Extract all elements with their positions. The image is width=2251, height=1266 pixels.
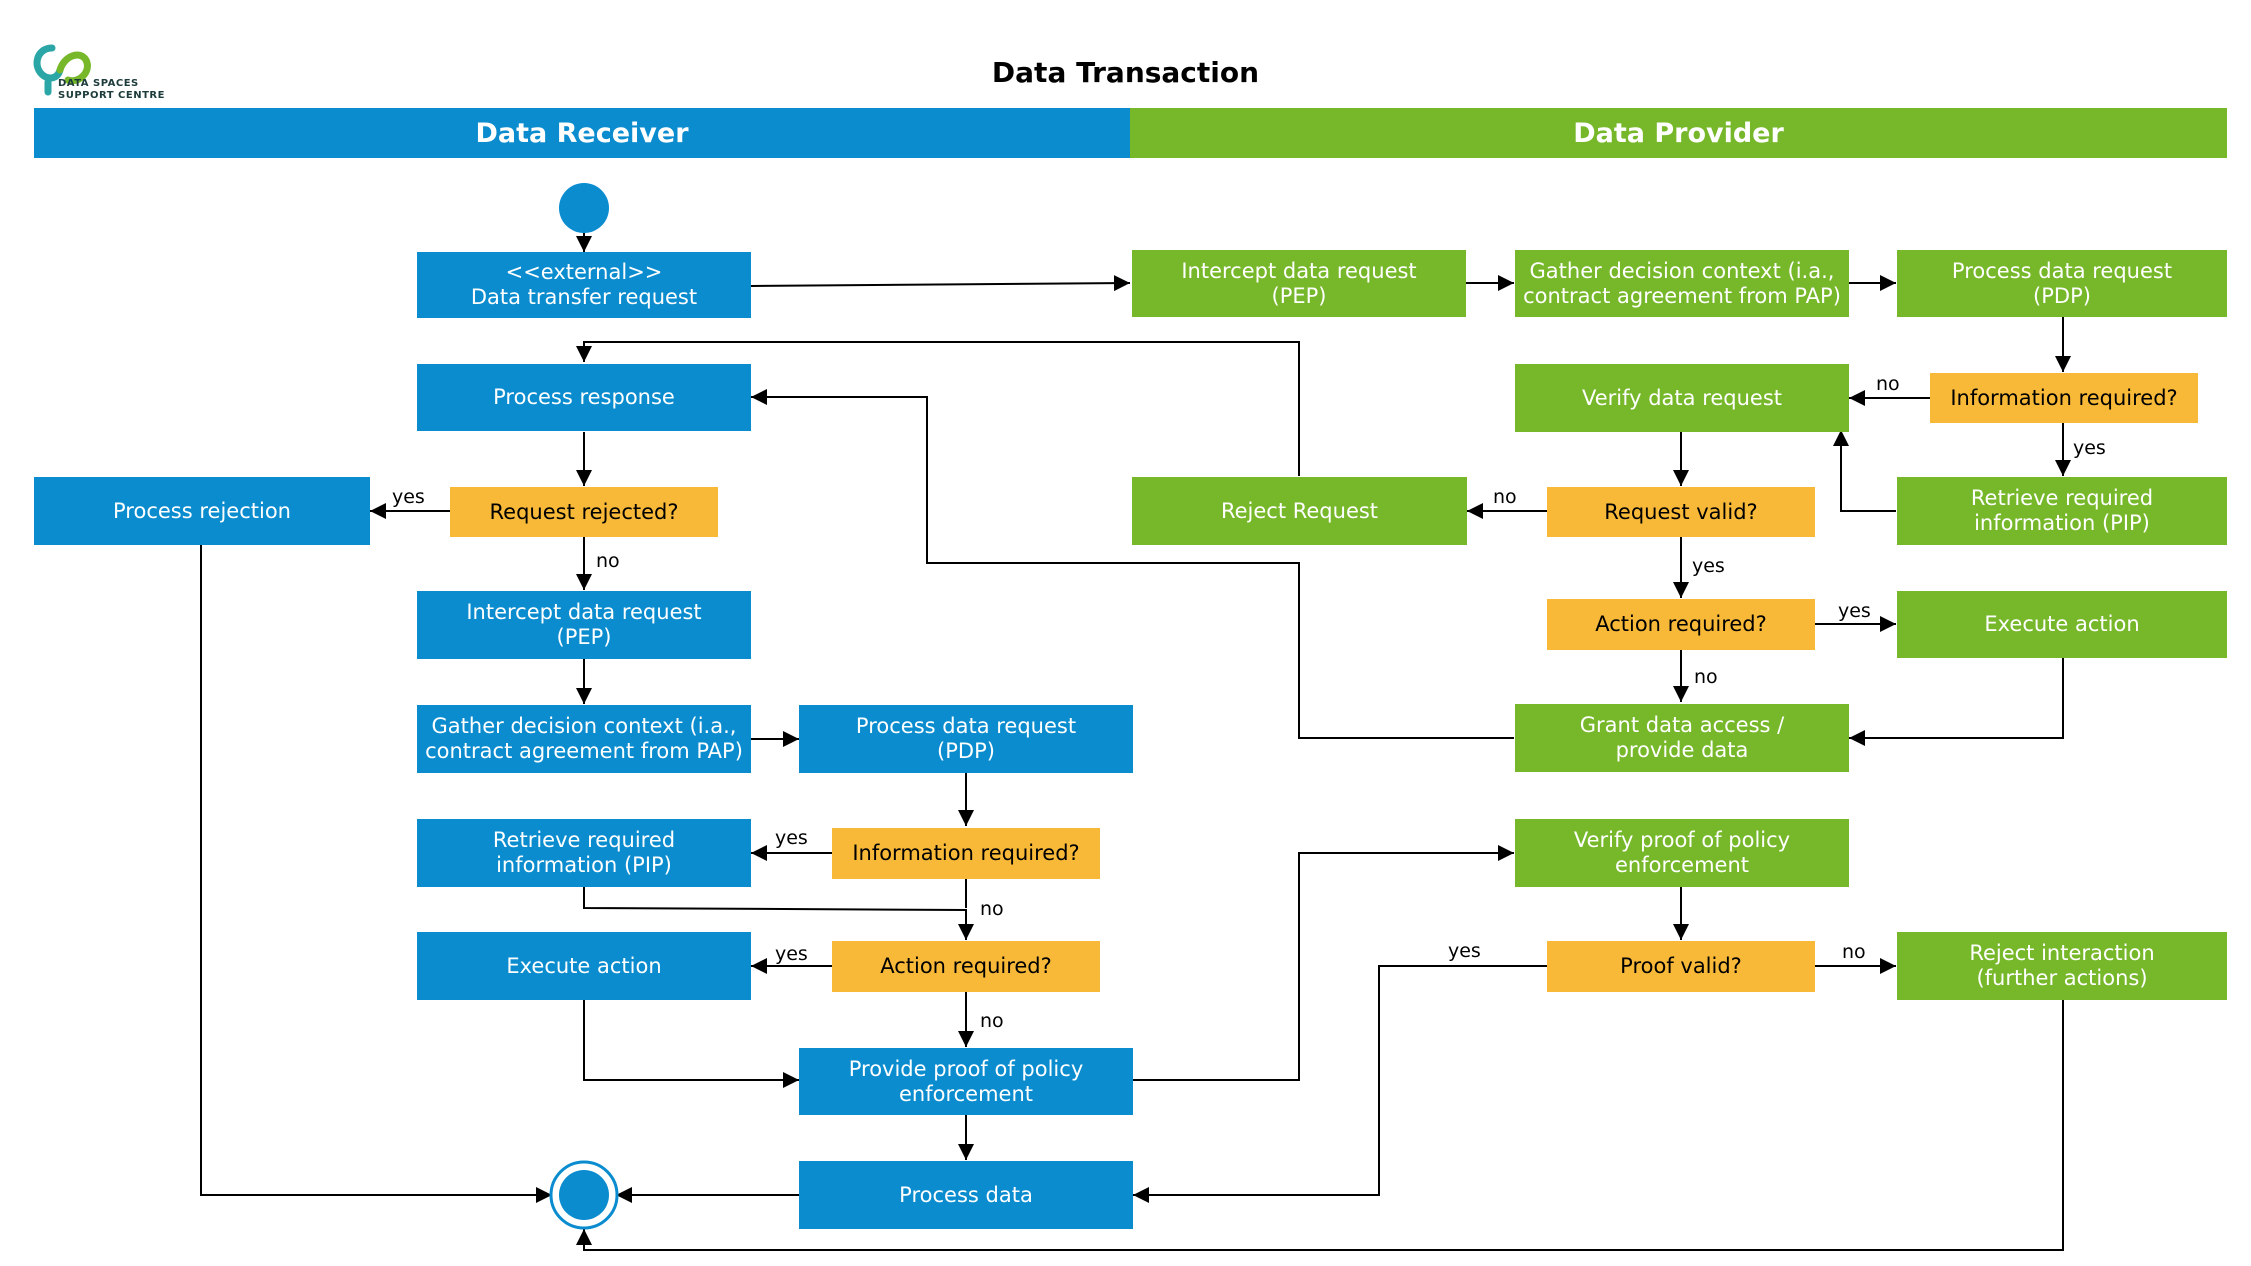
node-grant-access: Grant data access / provide data	[1515, 704, 1849, 772]
node-verify-proof: Verify proof of policy enforcement	[1515, 819, 1849, 887]
node-intercept-provider: Intercept data request (PEP)	[1132, 250, 1466, 317]
edge-reject-interaction-to-end	[576, 1000, 2064, 1251]
edge-label-no: no	[596, 550, 620, 572]
edge-label-no: no	[1876, 373, 1900, 395]
node-process-request-provider: Process data request (PDP)	[1897, 250, 2227, 317]
logo-text-line1: DATA SPACES	[58, 78, 139, 89]
decision-action-required-receiver: Action required?	[832, 941, 1100, 992]
node-gather-receiver: Gather decision context (i.a., contract …	[417, 705, 751, 773]
edge-label-yes: yes	[775, 827, 808, 849]
decision-action-required-provider: Action required?	[1547, 599, 1815, 650]
decision-info-required-receiver: Information required?	[832, 828, 1100, 879]
decision-request-rejected: Request rejected?	[450, 487, 718, 537]
edge-proof-to-verify-proof	[1133, 845, 1514, 1081]
decision-request-valid: Request valid?	[1547, 487, 1815, 537]
lane-data-provider: Data Provider	[1130, 108, 2227, 158]
edge-request-to-intercept-provider	[750, 275, 1131, 292]
node-process-data: Process data	[799, 1161, 1133, 1229]
node-execute-receiver: Execute action	[417, 932, 751, 1000]
edge-label-no: no	[1694, 666, 1718, 688]
edge-label-no: no	[1842, 941, 1866, 963]
edge-reject-to-process-response	[576, 341, 1300, 476]
dssc-logo-icon	[33, 44, 91, 96]
edge-grant-to-process-response	[751, 389, 1514, 739]
node-reject-request: Reject Request	[1132, 477, 1467, 545]
logo-text-line2: SUPPORT CENTRE	[58, 90, 165, 101]
edge-label-yes: yes	[1692, 555, 1725, 577]
node-process-response: Process response	[417, 364, 751, 431]
node-retrieve-receiver: Retrieve required information (PIP)	[417, 819, 751, 887]
page-title: Data Transaction	[991, 56, 1260, 89]
node-process-request-receiver: Process data request (PDP)	[799, 705, 1133, 773]
node-verify-request: Verify data request	[1515, 364, 1849, 432]
edge-label-no: no	[1493, 486, 1517, 508]
node-gather-provider: Gather decision context (i.a., contract …	[1515, 250, 1849, 317]
edge-label-yes: yes	[1448, 940, 1481, 962]
decision-proof-valid: Proof valid?	[1547, 941, 1815, 992]
node-intercept-receiver: Intercept data request (PEP)	[417, 591, 751, 659]
edge-label-no: no	[980, 1010, 1004, 1032]
edge-label-yes: yes	[775, 943, 808, 965]
edge-execute-to-proof	[583, 1000, 799, 1088]
node-data-transfer-request: <<external>> Data transfer request	[417, 252, 751, 318]
edge-label-yes: yes	[1838, 600, 1871, 622]
edge-label-no: no	[980, 898, 1004, 920]
start-node	[559, 183, 609, 233]
edge-rejection-to-end	[200, 545, 552, 1203]
node-reject-interaction: Reject interaction (further actions)	[1897, 932, 2227, 1000]
end-node	[559, 1170, 609, 1220]
node-execute-provider: Execute action	[1897, 591, 2227, 658]
edge-label-yes: yes	[392, 486, 425, 508]
edge-retrieve-to-verify-provider	[1833, 430, 1896, 512]
node-process-rejection: Process rejection	[34, 477, 370, 545]
edge-proof-to-process-data-yes	[1133, 965, 1547, 1203]
logo-text: DATA SPACES SUPPORT CENTRE	[58, 78, 165, 102]
node-retrieve-provider: Retrieve required information (PIP)	[1897, 477, 2227, 545]
decision-info-required-provider: Information required?	[1930, 373, 2198, 423]
node-provide-proof: Provide proof of policy enforcement	[799, 1048, 1133, 1115]
lane-data-receiver: Data Receiver	[34, 108, 1130, 158]
edge-label-yes: yes	[2073, 437, 2106, 459]
edge-retrieve-to-action-receiver	[583, 887, 974, 940]
edge-execute-to-grant	[1849, 658, 2064, 746]
